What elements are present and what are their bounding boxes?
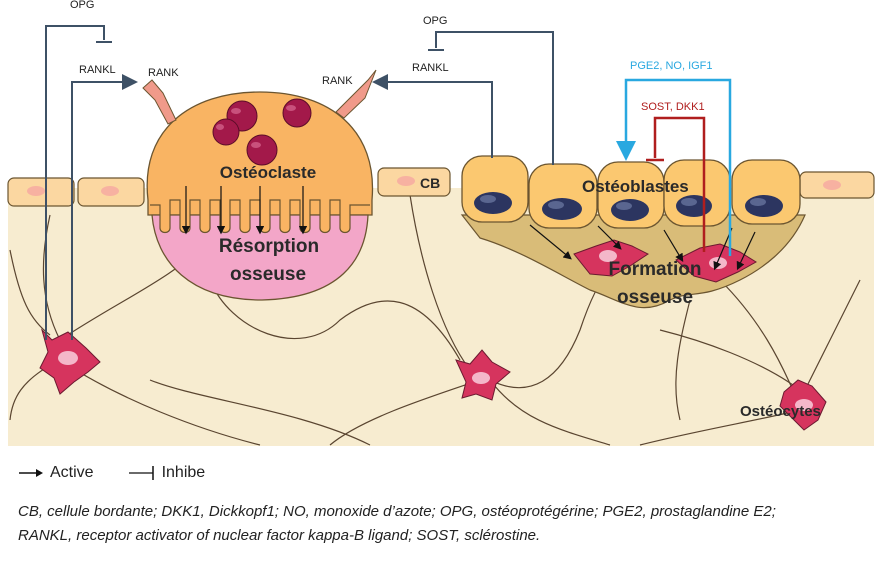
rankl-left-pathway <box>71 74 138 340</box>
osteocyte <box>573 239 649 277</box>
legend: Active Inhibe <box>18 464 205 482</box>
resorption-pit <box>151 214 369 301</box>
label-osteoblastes: Ostéoblastes <box>582 177 689 196</box>
osteocyte <box>455 349 511 401</box>
osteoblast <box>528 163 598 229</box>
label-pge2-no-igf1: PGE2, NO, IGF1 <box>630 60 713 72</box>
lining-cell-cb <box>377 167 451 197</box>
label-resorption-line1: Résorption <box>219 236 319 257</box>
label-osteoclaste: Ostéoclaste <box>220 163 316 182</box>
osteocyte <box>39 328 101 395</box>
lining-cells-left <box>7 177 145 207</box>
osteoblast <box>663 159 731 227</box>
label-formation-line2: osseuse <box>617 287 693 308</box>
label-opg-right: OPG <box>423 15 447 27</box>
osteocytes <box>39 239 827 431</box>
opg-left-pathway <box>45 25 112 340</box>
opg-right-pathway <box>428 31 554 165</box>
active-arrow-icon <box>19 469 43 477</box>
osteocyte <box>779 379 827 431</box>
label-sost-dkk1: SOST, DKK1 <box>641 101 705 113</box>
osteoblast <box>461 155 529 223</box>
osteoblast <box>731 159 801 225</box>
label-resorption-line2: osseuse <box>230 264 306 285</box>
pge2-pathway <box>616 78 732 256</box>
rankl-right-pathway <box>372 74 493 158</box>
label-rankl-right: RANKL <box>412 62 449 74</box>
label-cb: CB <box>420 175 440 191</box>
rank-receptor-right <box>335 69 377 119</box>
osteoblast-cells <box>461 155 801 229</box>
label-osteocytes: Ostéocytes <box>740 403 821 420</box>
rank-receptor-left <box>142 79 177 125</box>
caption-line-2: RANKL, receptor activator of nuclear fac… <box>18 527 541 544</box>
caption-line-1: CB, cellule bordante; DKK1, Dickkopf1; N… <box>18 503 776 520</box>
osteoblast <box>597 161 665 229</box>
label-rank-left: RANK <box>148 67 179 79</box>
sost-pathway <box>646 116 706 252</box>
figure-caption: CB, cellule bordante; DKK1, Dickkopf1; N… <box>18 500 868 548</box>
lining-cell-right <box>799 171 875 199</box>
diagram-canvas: OPG RANKL RANK OPG RANK RANKL PGE2, NO, … <box>7 0 875 446</box>
label-rank-right: RANK <box>322 75 353 87</box>
label-opg-left: OPG <box>70 0 94 11</box>
legend-inhibe-label: Inhibe <box>161 464 206 481</box>
osteoclast-cell <box>146 91 374 301</box>
legend-active-label: Active <box>50 464 94 481</box>
label-rankl-left: RANKL <box>79 64 116 76</box>
label-formation-line1: Formation <box>609 259 702 280</box>
inhibit-bar-icon <box>128 466 154 480</box>
